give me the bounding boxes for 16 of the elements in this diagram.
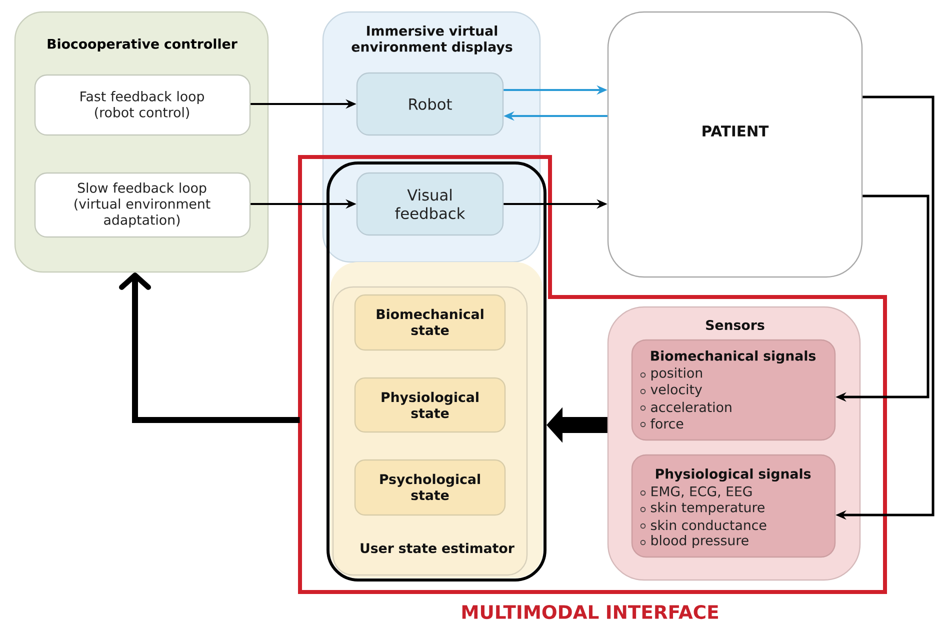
interface-title: MULTIMODAL INTERFACE xyxy=(462,604,718,620)
signal-list-box: Biomechanical signals position velocity acceleration force xyxy=(631,339,836,441)
process-box: Fast feedback loop (robot control) xyxy=(34,74,251,136)
process-box: Slow feedback loop (virtual environment adaptation) xyxy=(34,172,251,238)
panel-title: Sensors xyxy=(706,320,764,330)
panel-title: Immersive virtual environment displays xyxy=(352,26,512,55)
process-box: PATIENT xyxy=(607,11,863,278)
panel-title: Biocooperative controller xyxy=(48,38,238,52)
process-box: Biomechanical state xyxy=(354,294,506,351)
process-box: Physiological state xyxy=(354,377,506,433)
process-box: Psychological state xyxy=(354,459,506,516)
process-box: Robot xyxy=(356,72,504,136)
process-box: Visual feedback xyxy=(356,172,504,236)
arrow xyxy=(119,272,300,423)
panel-title: User state estimator xyxy=(360,542,514,554)
signal-list-box: Physiological signals EMG, ECG, EEG skin temperature skin conductance blood pressure xyxy=(631,454,836,558)
